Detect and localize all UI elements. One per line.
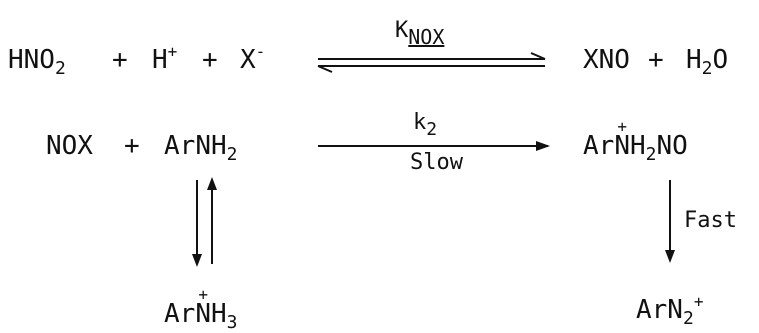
- plus-sign-3: +: [648, 45, 664, 75]
- reactant-halide: X-: [240, 44, 265, 75]
- plus-sign-1: +: [112, 45, 128, 75]
- water-o: O: [712, 45, 729, 75]
- water-subscript: 2: [701, 58, 713, 79]
- protonation-up-arrowhead: [207, 177, 217, 190]
- k-subscript: NOX: [408, 25, 445, 49]
- arylamine-nh: NH: [195, 131, 227, 161]
- arylamine-subscript: 2: [226, 144, 238, 165]
- anilinium-ar: Ar: [164, 299, 196, 329]
- protonation-down-arrowhead: [192, 254, 202, 267]
- rate-constant-label: k2: [413, 110, 437, 139]
- slow-label: Slow: [410, 150, 463, 175]
- plus-sign-2: +: [202, 45, 218, 75]
- proton-h: H: [152, 45, 168, 75]
- prod-no: NO: [656, 131, 688, 161]
- halide-x: X: [240, 45, 256, 75]
- k2-main: k: [413, 110, 427, 135]
- k2-subscript: 2: [426, 119, 438, 140]
- reactant-nox: NOX: [46, 131, 93, 161]
- diazonium-ion: ArN2+: [636, 294, 703, 328]
- prod-subscript: 2: [645, 144, 657, 165]
- diazonium-subscript: 2: [682, 308, 694, 329]
- anilinium-ion: Ar+NH3: [164, 287, 237, 332]
- anilinium-h: H: [210, 299, 227, 329]
- halide-charge: -: [255, 42, 266, 61]
- reactant-proton: H+: [152, 44, 177, 75]
- prod-charge: +: [617, 117, 627, 136]
- fast-step-arrowhead: [665, 250, 675, 263]
- equilibrium-forward-head: [530, 52, 546, 60]
- product-nitrosoammonium: Ar+NH2NO: [583, 119, 688, 164]
- hno-subscript: 2: [54, 58, 66, 79]
- plus-sign-4: +: [124, 131, 140, 161]
- equilibrium-constant-label: KNOX: [395, 18, 444, 48]
- slow-step-arrowhead: [536, 141, 550, 151]
- anilinium-charge: +: [198, 285, 208, 304]
- prod-ar: Ar: [583, 131, 615, 161]
- k-main: K: [395, 18, 409, 43]
- product-xno: XNO: [583, 45, 630, 75]
- prod-n: N: [614, 131, 630, 161]
- diazonium-arn: ArN: [636, 295, 683, 325]
- anilinium-n-with-charge: +N: [195, 287, 211, 329]
- equilibrium-reverse-head: [317, 65, 333, 73]
- prod-h: H: [629, 131, 646, 161]
- anilinium-n: N: [195, 299, 211, 329]
- proton-charge: +: [167, 42, 178, 61]
- fast-label: Fast: [684, 208, 737, 233]
- hno-text: HNO: [8, 45, 55, 75]
- diazonium-charge: +: [693, 292, 704, 311]
- product-water: H2O: [686, 45, 729, 78]
- prod-n-with-charge: +N: [614, 119, 630, 161]
- water-h: H: [686, 45, 702, 75]
- reactant-arylamine: ArNH2: [164, 131, 237, 164]
- arylamine-ar: Ar: [164, 131, 196, 161]
- anilinium-subscript: 3: [226, 312, 238, 333]
- reactant-hno2: HNO2: [8, 45, 66, 78]
